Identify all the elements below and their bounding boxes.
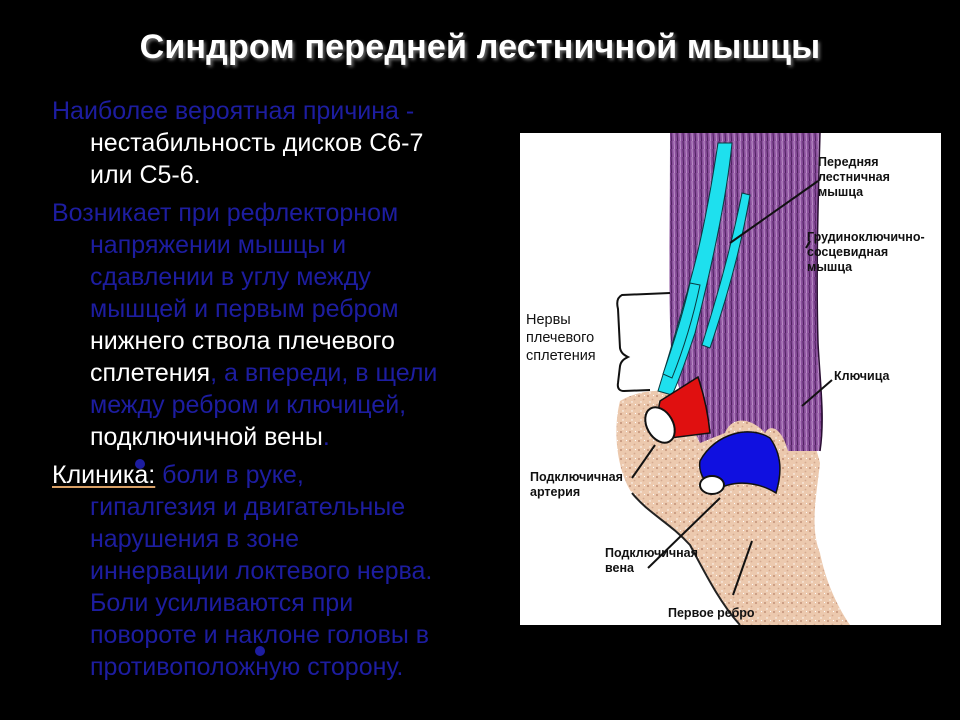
leader-line bbox=[805, 240, 811, 249]
leader-line bbox=[801, 379, 833, 407]
decorative-dot bbox=[255, 646, 265, 656]
text-line: нижнего ствола плечевого bbox=[90, 327, 395, 355]
text-line: нестабильность дисков С6-7 bbox=[90, 129, 424, 157]
label-subclavian-artery: Подключичная артерия bbox=[530, 470, 623, 499]
label-clavicle: Ключица bbox=[834, 369, 890, 383]
text-line: сплетения, а впереди, в щели bbox=[52, 357, 512, 389]
text-line: между ребром и ключицей, bbox=[90, 391, 407, 419]
text-line: Наиболее вероятная причина - bbox=[52, 97, 415, 125]
text-fragment: , а впереди, в щели bbox=[210, 359, 438, 387]
leader-line bbox=[631, 444, 656, 479]
text-line: Клиника: боли в руке, bbox=[52, 459, 512, 491]
label-brachial-plexus: Нервы плечевого сплетения bbox=[526, 312, 596, 364]
label-subclavian-vein: Подключичная вена bbox=[605, 546, 698, 575]
text-highlight: сплетения bbox=[90, 359, 211, 387]
text-line: мышцей и первым ребром bbox=[90, 295, 399, 323]
text-line: сдавлении в углу между bbox=[90, 263, 371, 291]
text-line: Боли усиливаются при bbox=[90, 589, 354, 617]
leader-line bbox=[729, 180, 819, 244]
label-anterior-scalene: Передняя лестничная мышца bbox=[818, 155, 890, 199]
scalene-muscle-outline bbox=[816, 133, 823, 452]
first-rib-outline bbox=[631, 492, 741, 625]
anatomy-figure: Передняя лестничная мышца Грудиноключичн… bbox=[520, 133, 941, 625]
text-line: или С5-6. bbox=[90, 161, 201, 189]
text-fragment: . bbox=[322, 423, 330, 451]
label-scm: Грудиноключично- сосцевидная мышца bbox=[807, 230, 925, 274]
text-line: повороте и наклоне головы в bbox=[90, 621, 430, 649]
subclavian-artery-lumen bbox=[644, 406, 676, 444]
text-line: Возникает при рефлекторном bbox=[52, 199, 399, 227]
text-line: иннервации локтевого нерва. bbox=[90, 557, 433, 585]
paragraph-mechanism: Возникает при рефлекторном напряжении мы… bbox=[52, 197, 512, 453]
slide-title: Синдром передней лестничной мышцы bbox=[139, 28, 821, 66]
text-line: напряжении мышцы и bbox=[90, 231, 347, 259]
text-line: противоположную сторону. bbox=[90, 653, 404, 681]
plexus-brace bbox=[616, 292, 671, 393]
leader-line bbox=[647, 497, 721, 569]
paragraph-clinic: Клиника: боли в руке, гипалгезия и двига… bbox=[52, 459, 512, 683]
text-fragment: боли в руке, bbox=[155, 461, 304, 489]
leader-line bbox=[732, 540, 753, 596]
paragraph-cause: Наиболее вероятная причина - нестабильно… bbox=[52, 95, 512, 191]
label-first-rib: Первое ребро bbox=[668, 606, 755, 620]
text-line: нарушения в зоне bbox=[90, 525, 300, 553]
subclavian-vein-lumen bbox=[699, 475, 725, 495]
anatomy-illustration bbox=[616, 133, 850, 625]
decorative-dot bbox=[135, 459, 145, 469]
text-line: гипалгезия и двигательные bbox=[90, 493, 406, 521]
text-line: подключичной вены. bbox=[52, 421, 512, 453]
plexus-nerve-shape bbox=[701, 192, 751, 349]
plexus-nerve-shape bbox=[662, 282, 701, 379]
text-highlight: подключичной вены bbox=[90, 423, 323, 451]
